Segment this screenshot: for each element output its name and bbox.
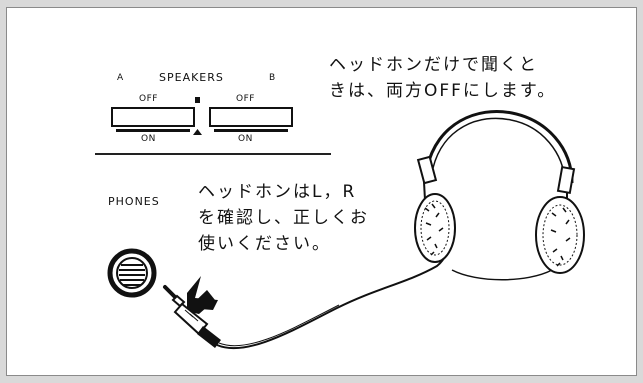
note-check-lr-line3: 使いください。 (198, 234, 331, 254)
jack-plug-icon (163, 285, 221, 348)
speaker-a-off-label: OFF (139, 94, 158, 104)
speaker-b-on-label: ON (238, 134, 253, 144)
speakers-title: SPEAKERS (159, 71, 224, 84)
note-speakers-off-line2: きは、両方OFFにします。 (329, 81, 557, 101)
headphones-icon (414, 110, 585, 281)
speaker-indicator-icon (193, 97, 202, 135)
illustration-frame: A SPEAKERS B OFF OFF ON ON PHONES ヘッドホンだ… (6, 7, 637, 376)
phones-label: PHONES (108, 195, 160, 208)
note-check-lr: ヘッドホンはL，R を確認し、正しくお 使いください。 (198, 179, 369, 257)
speaker-a-on-label: ON (141, 134, 156, 144)
note-check-lr-line1: ヘッドホンはL，R (198, 182, 357, 202)
diagram-artwork (107, 97, 585, 350)
note-check-lr-line2: を確認し、正しくお (198, 208, 369, 228)
speaker-a-switch[interactable] (111, 107, 195, 132)
speaker-b-switch[interactable] (209, 107, 293, 132)
note-speakers-off: ヘッドホンだけで聞くと きは、両方OFFにします。 (329, 52, 556, 104)
speaker-b-off-label: OFF (236, 94, 255, 104)
phone-socket-icon (107, 248, 157, 298)
insert-arrow-icon (185, 276, 218, 314)
speaker-a-label: A (117, 73, 124, 83)
note-speakers-off-line1: ヘッドホンだけで聞くと (329, 55, 538, 75)
panel-divider (95, 153, 331, 155)
speaker-b-label: B (269, 73, 276, 83)
